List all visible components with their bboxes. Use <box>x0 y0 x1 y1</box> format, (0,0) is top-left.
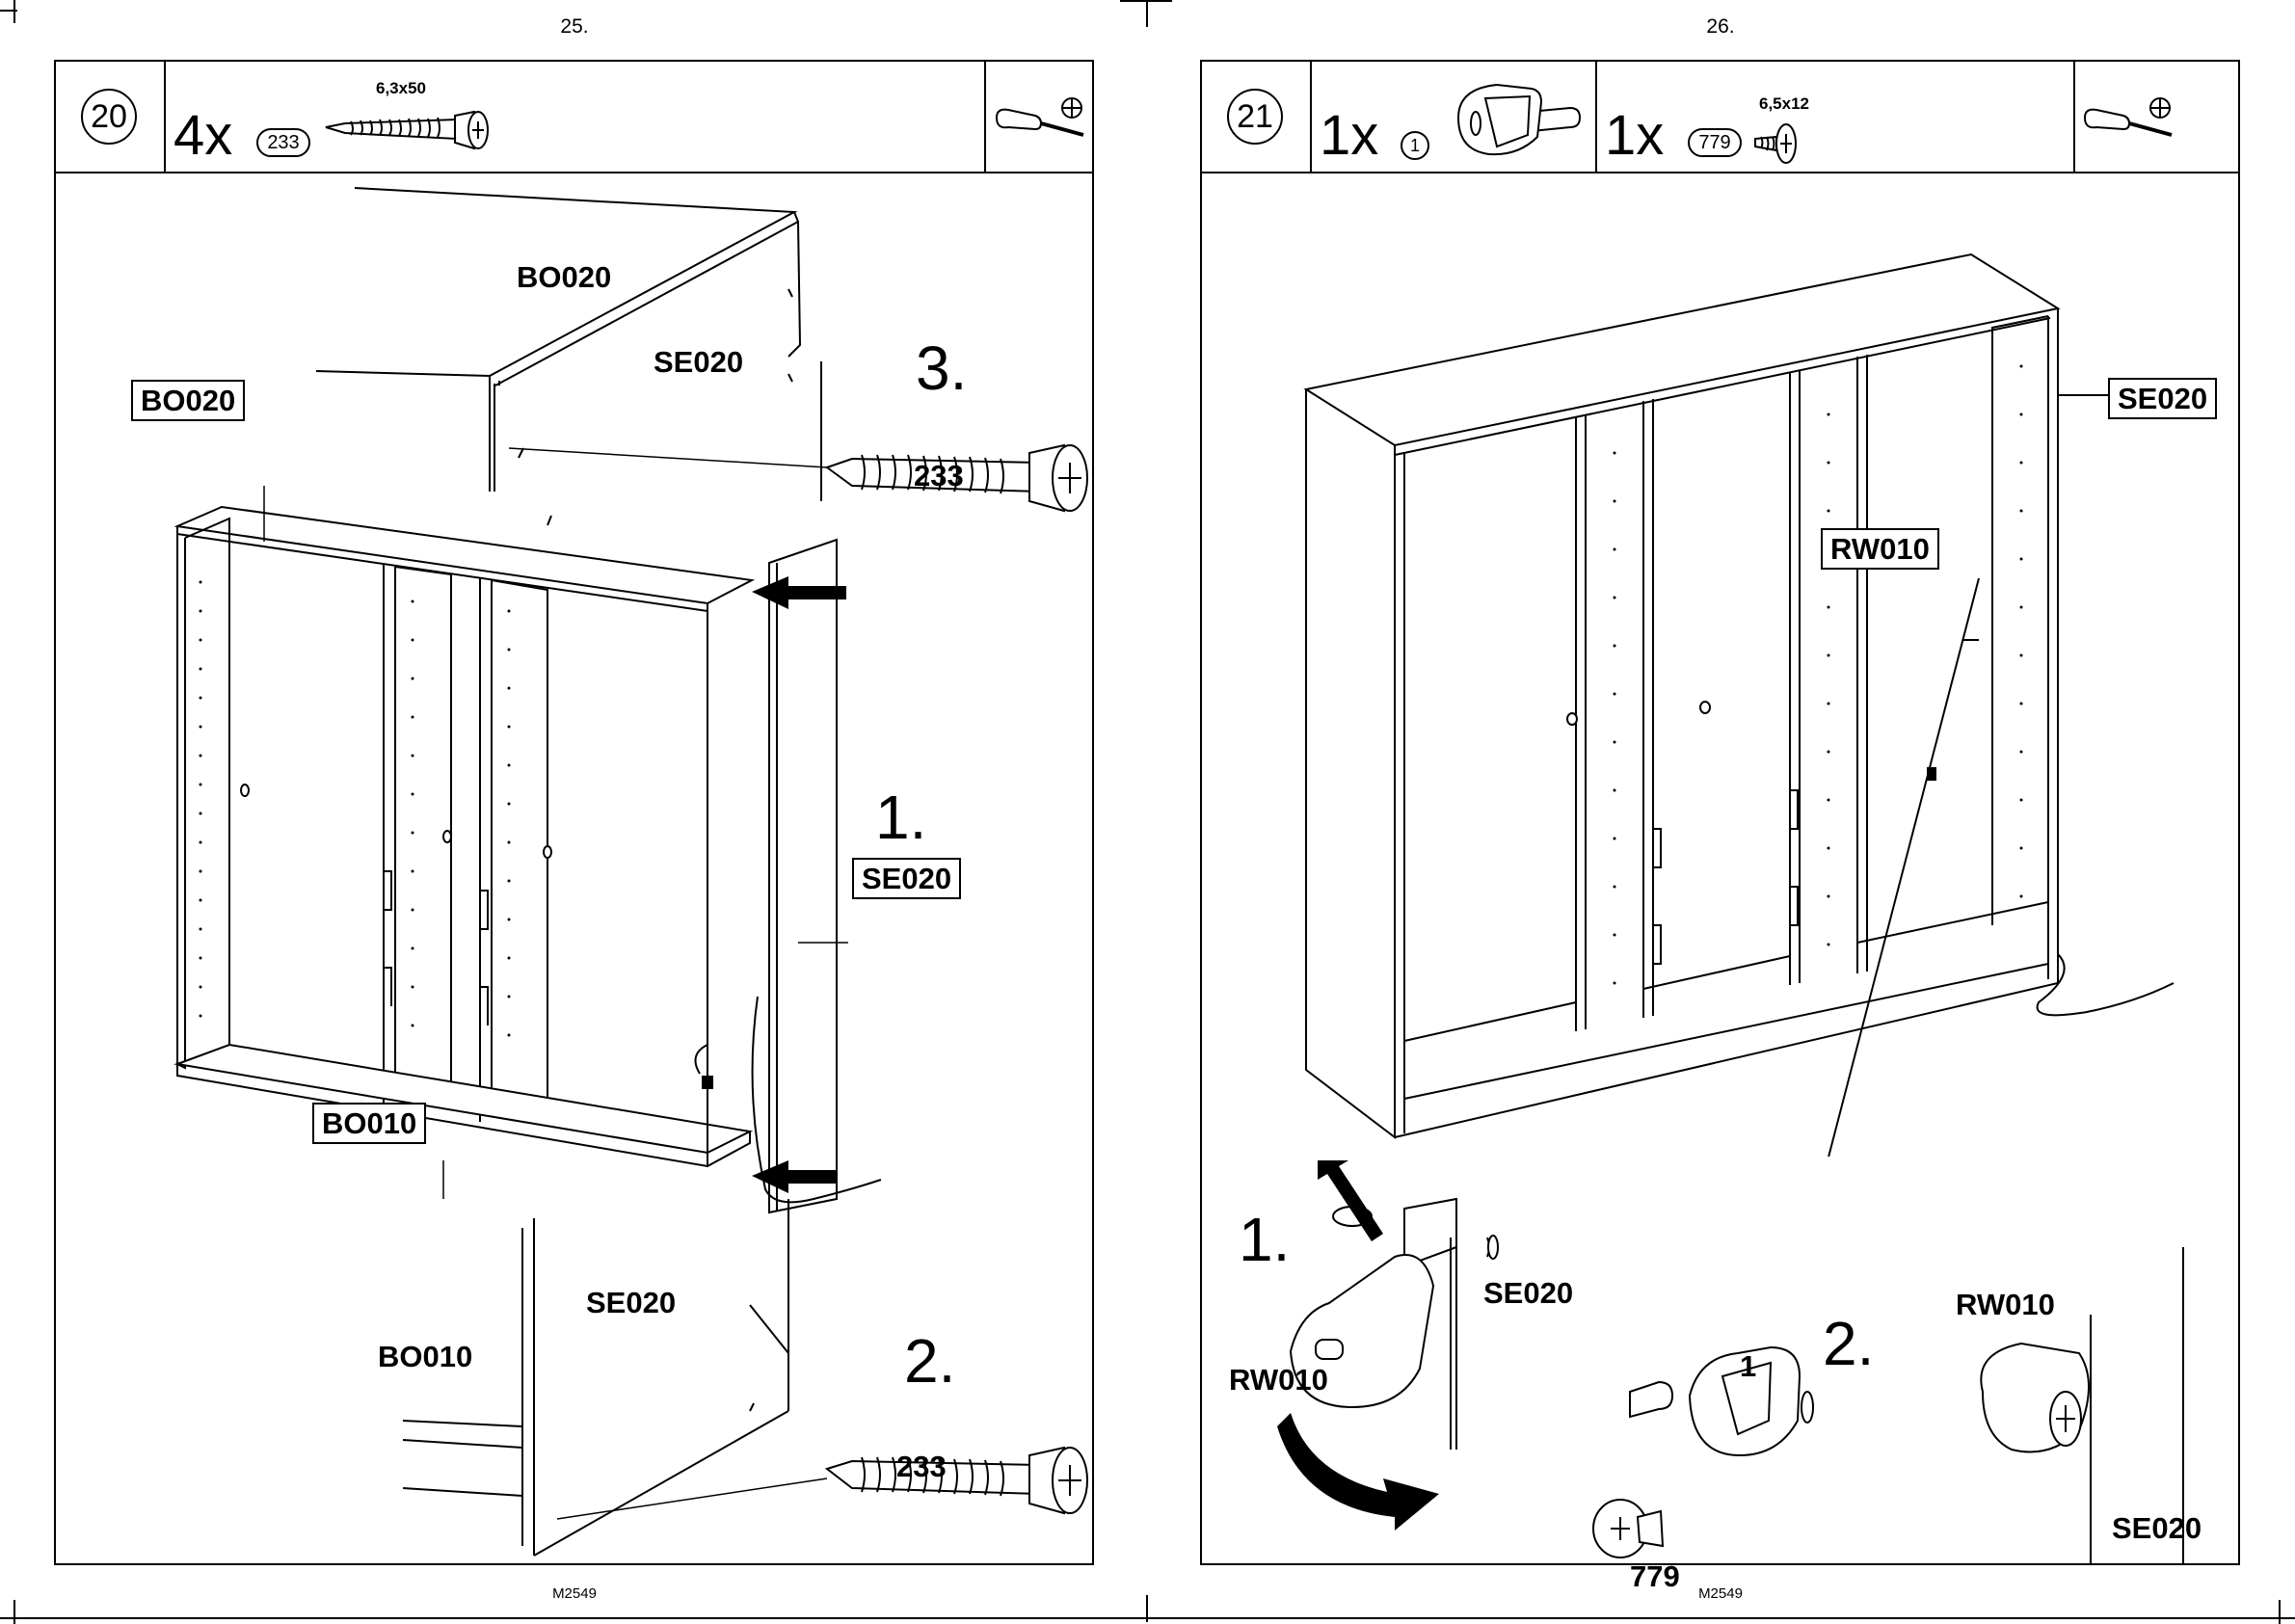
part-a-quantity: 1x <box>1320 108 1378 164</box>
instruction-panel-step-21: 21 1x 1 1x 779 6,5x12 <box>1200 60 2240 1565</box>
part-b-code-badge: 779 <box>1688 128 1742 157</box>
rail-bracket-icon <box>1441 79 1586 166</box>
screw-233-label-bottom: 233 <box>896 1451 947 1481</box>
label-bo020-top: BO020 <box>517 262 611 292</box>
label-bo010-bottom: BO010 <box>378 1342 472 1371</box>
part-size-label: 6,3x50 <box>376 79 426 98</box>
step-1-marker: 1. <box>875 786 926 848</box>
step-2-marker: 2. <box>904 1330 955 1392</box>
label-se020-box: SE020 <box>852 858 961 899</box>
step-3-marker: 3. <box>916 337 967 399</box>
instruction-panel-step-20: 20 4x 233 6,3x50 <box>54 60 1094 1565</box>
long-screw-icon <box>322 100 495 158</box>
assembled-cabinet-frame <box>1202 173 2238 1157</box>
label-bo010-box: BO010 <box>312 1103 426 1144</box>
part-quantity: 4x <box>173 108 232 164</box>
part-b-quantity: 1x <box>1605 108 1664 164</box>
short-screw-icon <box>1751 118 1803 166</box>
step-number: 20 <box>81 89 137 145</box>
label-se020-bottom: SE020 <box>586 1288 676 1318</box>
label-bo020-box: BO020 <box>131 380 245 421</box>
label-se020-right: SE020 <box>2112 1513 2202 1543</box>
step-2-marker: 2. <box>1823 1313 1874 1374</box>
label-se020-top: SE020 <box>654 347 743 377</box>
step-number-cell: 21 <box>1202 62 1312 172</box>
parts-cell: 4x 233 6,3x50 <box>166 62 986 172</box>
label-se020-detail: SE020 <box>1483 1278 1573 1308</box>
bracket-mounting-detail <box>1202 1315 2238 1565</box>
label-rw010-right: RW010 <box>1956 1290 2055 1319</box>
page-number: 26. <box>1672 15 1769 39</box>
crop-mark <box>2279 1600 2281 1624</box>
step-number: 21 <box>1227 89 1283 145</box>
page-number: 25. <box>526 15 623 39</box>
step-header: 21 1x 1 1x 779 6,5x12 <box>1202 62 2238 173</box>
footer-model-code: M2549 <box>1672 1585 1769 1602</box>
part-a-code-badge: 1 <box>1401 131 1429 160</box>
label-rw010-box: RW010 <box>1821 528 1939 570</box>
part-code-badge: 233 <box>256 128 310 157</box>
part-a-cell: 1x 1 <box>1312 62 1597 172</box>
part-b-size-label: 6,5x12 <box>1759 94 1809 114</box>
part-1-label: 1 <box>1740 1351 1756 1381</box>
step-1-marker: 1. <box>1239 1209 1290 1270</box>
crop-mark <box>13 0 15 23</box>
part-b-cell: 1x 779 6,5x12 <box>1597 62 2075 172</box>
step-number-cell: 20 <box>56 62 166 172</box>
step-header: 20 4x 233 6,3x50 <box>56 62 1092 173</box>
crop-mark <box>0 1617 2295 1619</box>
label-se020-box: SE020 <box>2108 378 2217 419</box>
crop-mark <box>1146 0 1148 27</box>
crop-mark <box>13 1600 15 1624</box>
phillips-screwdriver-icon <box>991 96 1091 154</box>
footer-model-code: M2549 <box>526 1585 623 1602</box>
phillips-screwdriver-icon <box>2079 96 2179 154</box>
